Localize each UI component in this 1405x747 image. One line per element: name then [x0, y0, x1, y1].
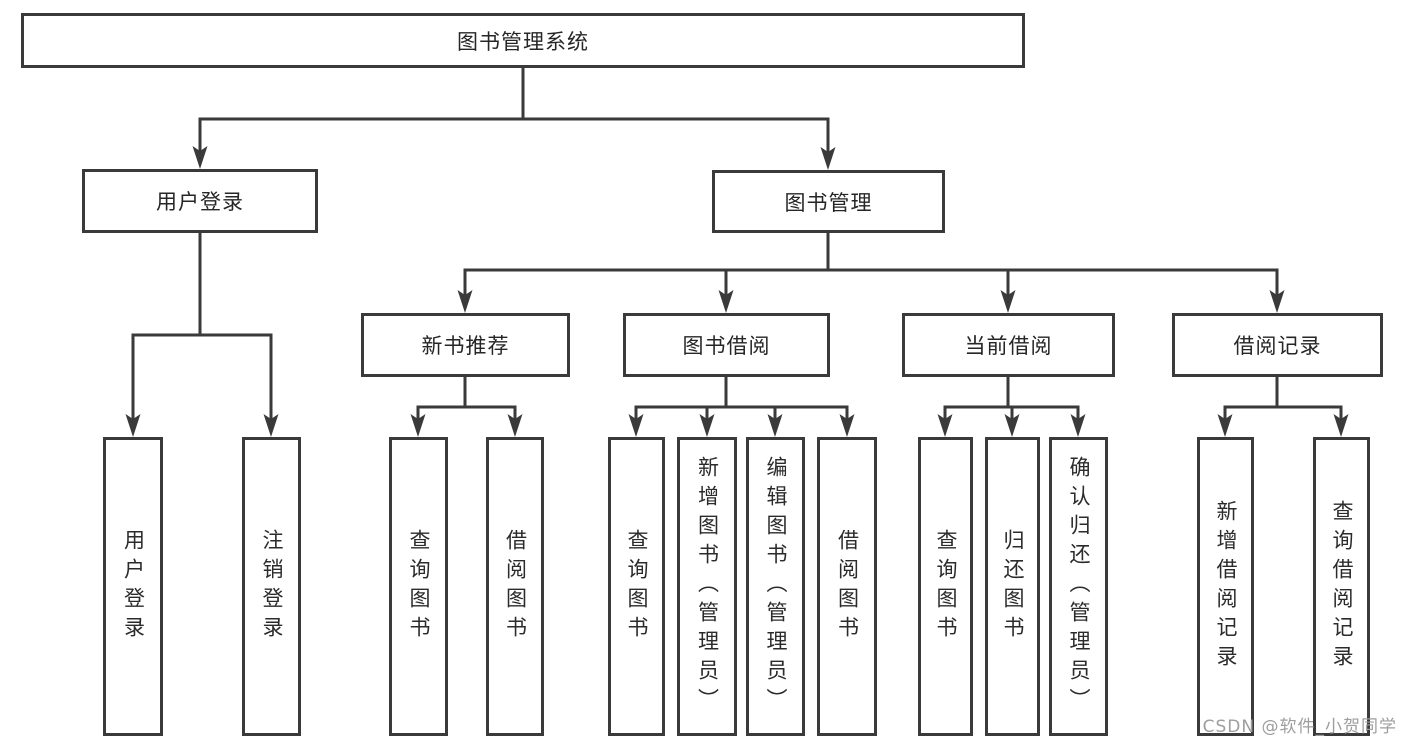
leaf-user-login: 用户登录 — [103, 437, 163, 736]
connector-currentborrow-to-children — [943, 377, 1080, 420]
connector-records-to-children — [1223, 377, 1343, 420]
leaf-logout: 注销登录 — [242, 437, 301, 736]
leaf-borrow-books-recommend: 借阅图书 — [486, 437, 544, 736]
connector-bookmgmt-to-level3 — [463, 233, 1279, 296]
leaf-add-books-admin: 新增图书（管理员） — [677, 437, 737, 736]
connector-userlogin-to-children — [131, 233, 273, 420]
leaf-return-books: 归还图书 — [985, 437, 1040, 736]
leaf-edit-books-admin: 编辑图书（管理员） — [746, 437, 805, 736]
node-new-book-recommendation: 新书推荐 — [361, 313, 570, 377]
leaf-add-borrow-record: 新增借阅记录 — [1197, 437, 1254, 736]
connector-newbook-to-children — [416, 377, 517, 420]
leaf-query-borrow-record: 查询借阅记录 — [1313, 437, 1370, 736]
leaf-query-books-recommend: 查询图书 — [389, 437, 448, 736]
node-user-login: 用户登录 — [82, 169, 318, 233]
leaf-query-books-borrow: 查询图书 — [608, 437, 665, 736]
node-current-borrowing: 当前借阅 — [902, 313, 1115, 377]
node-borrowing-records: 借阅记录 — [1172, 313, 1383, 377]
node-library-management-system: 图书管理系统 — [21, 13, 1025, 68]
connector-borrowbooks-to-children — [634, 377, 849, 420]
leaf-borrow-books: 借阅图书 — [817, 437, 877, 736]
node-book-borrowing: 图书借阅 — [623, 313, 830, 377]
leaf-query-books-current: 查询图书 — [918, 437, 973, 736]
node-book-management: 图书管理 — [712, 170, 945, 233]
leaf-confirm-return-admin: 确认归还（管理员） — [1049, 437, 1108, 736]
watermark-text: CSDN @软件_小贺同学 — [1202, 717, 1397, 737]
connector-root-to-level2 — [198, 68, 830, 153]
